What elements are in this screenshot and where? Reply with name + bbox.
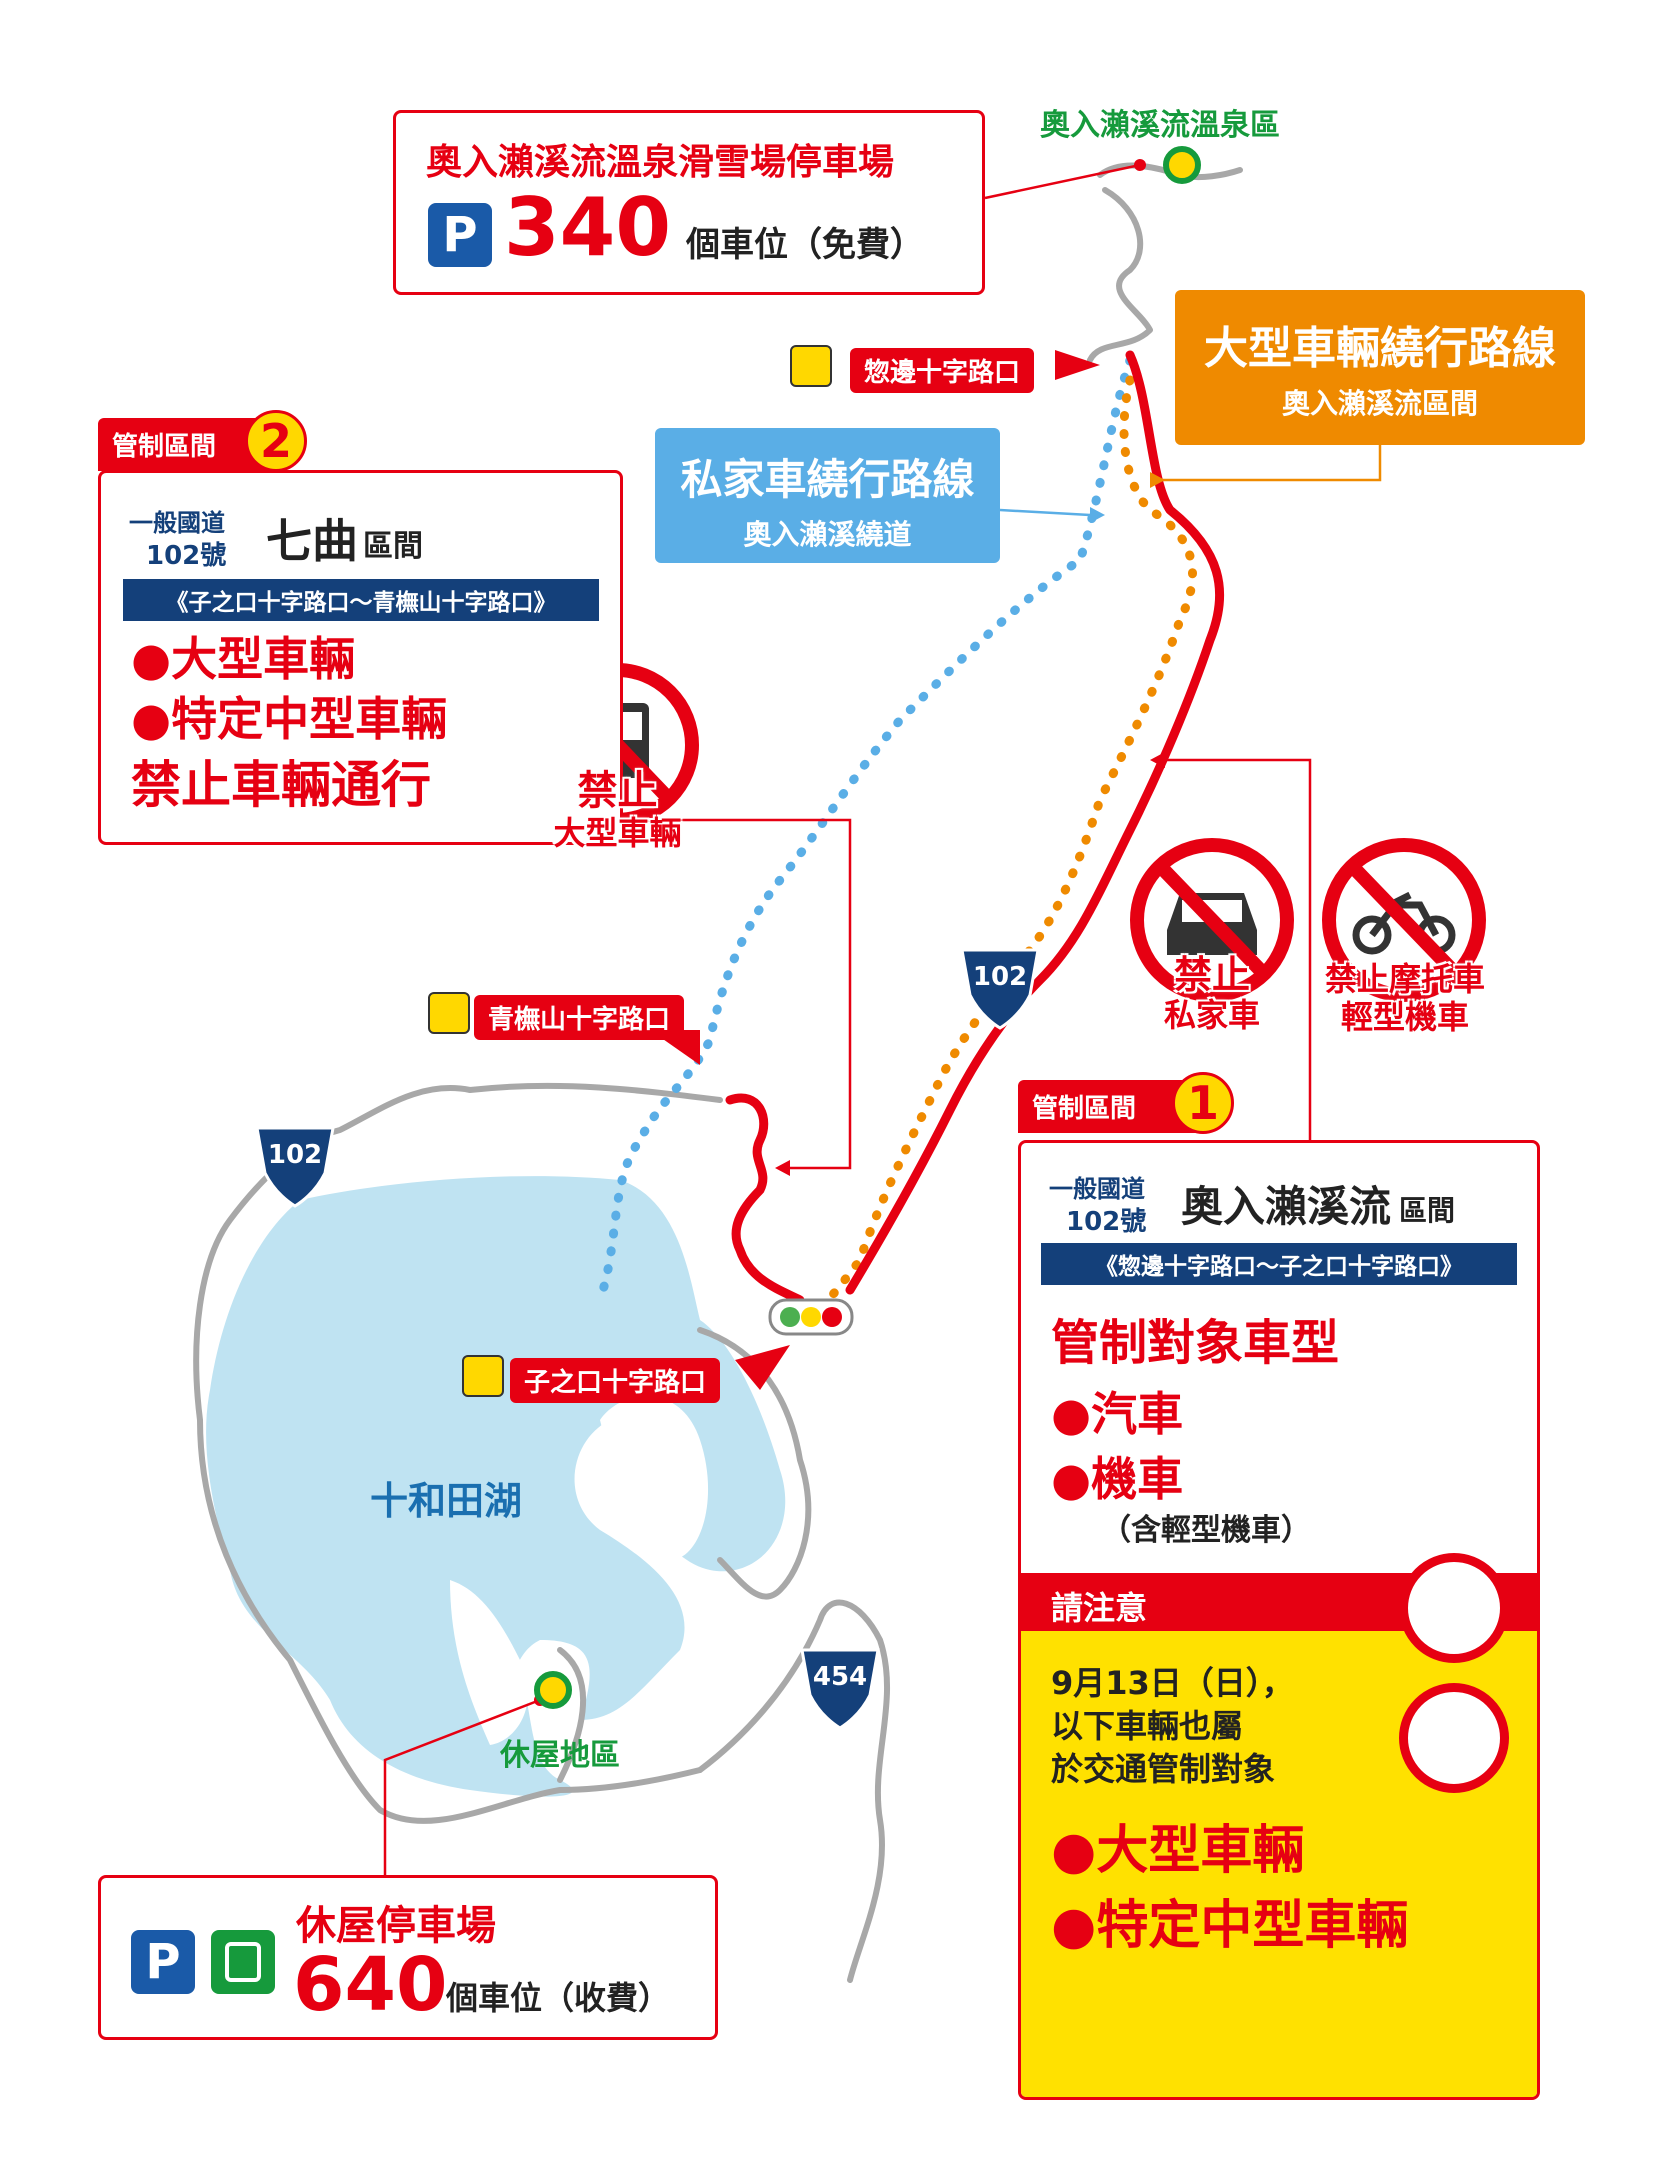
route-shield-102-a-label: 102 bbox=[973, 962, 1027, 992]
parking-bottom-count: 640 bbox=[293, 1942, 448, 2028]
zone1-range: 《惣邊十字路口～子之口十字路口》 bbox=[1041, 1243, 1517, 1285]
private-car-route-label: 私家車繞行路線 奧入瀨溪繞道 bbox=[655, 428, 1000, 563]
zone1-name: 奧入瀨溪流 bbox=[1181, 1182, 1392, 1231]
parking-bottom-p-icon: P bbox=[131, 1930, 195, 1994]
zone1-item-1: ●機車 bbox=[1051, 1452, 1184, 1506]
leader-lines bbox=[383, 163, 1382, 1880]
zone1-panel: 一般國道 102號 奧入瀨溪流 區間 《惣邊十字路口～子之口十字路口》 管制對象… bbox=[1018, 1140, 1540, 2100]
no-private-car-line2: 私家車 bbox=[1163, 996, 1260, 1034]
zone2-range: 《子之口十字路口～青橅山十字路口》 bbox=[123, 579, 599, 621]
private-car-route-sub: 奧入瀨溪繞道 bbox=[743, 518, 912, 551]
zone2-name: 七曲 bbox=[266, 514, 358, 568]
no-motorcycle-line2: 輕型機車 bbox=[1340, 998, 1469, 1036]
callout-tail-nenokuchi bbox=[735, 1345, 790, 1390]
zone2-road-line2: 102號 bbox=[146, 541, 227, 571]
traffic-officer-icon-yakebe bbox=[790, 345, 832, 387]
parking-p-icon: P bbox=[428, 203, 492, 267]
no-large-vehicle-line2: 大型車輛 bbox=[553, 814, 682, 852]
zone1-road-line2: 102號 bbox=[1066, 1207, 1147, 1237]
parking-top-title: 奧入瀨溪流溫泉滑雪場停車場 bbox=[426, 142, 895, 183]
no-private-car-sign bbox=[1130, 838, 1294, 1002]
zone2-name-suffix: 區間 bbox=[363, 529, 423, 564]
private-car-route-title: 私家車繞行路線 bbox=[680, 455, 975, 504]
zone1-item-0: ●汽車 bbox=[1051, 1387, 1184, 1441]
yasumiya-label: 休屋地區 bbox=[500, 1738, 620, 1773]
traffic-officer-icon-nenokuchi bbox=[462, 1355, 504, 1397]
no-truck-icon bbox=[1399, 1553, 1509, 1663]
intersection-yakebe: 惣邊十字路口 bbox=[850, 348, 1035, 393]
oirase-onsen-marker bbox=[1163, 146, 1201, 184]
lake-label: 十和田湖 bbox=[370, 1479, 523, 1523]
no-large-vehicle-label: 禁止 大型車輛 bbox=[530, 770, 705, 854]
large-vehicle-route-sub: 奧入瀨溪流區間 bbox=[1281, 387, 1478, 420]
large-vehicle-route-label: 大型車輛繞行路線 奧入瀨溪流區間 bbox=[1175, 290, 1585, 445]
peninsula bbox=[600, 1396, 709, 1560]
notice-line-2: 於交通管制對象 bbox=[1051, 1750, 1276, 1788]
zone2-road-line1: 一般國道 bbox=[129, 509, 225, 537]
route-shield-454-label: 454 bbox=[813, 1662, 867, 1692]
zone2-number: 2 bbox=[245, 410, 307, 472]
notice-item-0: ●大型車輛 bbox=[1051, 1821, 1305, 1881]
lake-towada bbox=[206, 1176, 786, 1797]
no-taxi-icon bbox=[1399, 1683, 1509, 1793]
parking-bottom-box: P 休屋停車場 640 個車位（收費） bbox=[98, 1875, 718, 2040]
traffic-light-icon bbox=[768, 1298, 854, 1336]
zone2-panel: 一般國道 102號 七曲 區間 《子之口十字路口～青橅山十字路口》 ●大型車輛 … bbox=[98, 470, 623, 845]
large-vehicle-route bbox=[800, 375, 1197, 1325]
zone1-road-line1: 一般國道 bbox=[1049, 1175, 1145, 1203]
no-motorcycle-sign bbox=[1322, 838, 1486, 1002]
no-private-car-label: 禁止 私家車 bbox=[1132, 955, 1292, 1035]
zone2-item-1: ●特定中型車輛 bbox=[131, 692, 448, 746]
no-motorcycle-line1: 禁止摩托車 bbox=[1324, 960, 1485, 998]
no-large-vehicle-line1: 禁止 bbox=[577, 768, 658, 814]
controlled-road-zone1 bbox=[845, 350, 1225, 1295]
parking-top-box: 奧入瀨溪流溫泉滑雪場停車場 P 340 個車位（免費） bbox=[393, 110, 985, 295]
no-private-car-line1: 禁止 bbox=[1173, 953, 1250, 997]
zone1-note: （含輕型機車） bbox=[1101, 1513, 1311, 1548]
zone1-number: 1 bbox=[1172, 1072, 1234, 1134]
large-vehicle-route-title: 大型車輛繞行路線 bbox=[1204, 323, 1556, 374]
parking-top-suffix: 個車位（免費） bbox=[686, 225, 924, 265]
controlled-road-zone2 bbox=[725, 1093, 805, 1305]
zone1-name-suffix: 區間 bbox=[1399, 1194, 1456, 1227]
oirase-onsen-label: 奧入瀨溪流溫泉區 bbox=[1040, 108, 1280, 143]
zone2-item-0: ●大型車輛 bbox=[131, 632, 356, 686]
bus-parking-icon bbox=[211, 1930, 275, 1994]
route-shield-102-b bbox=[255, 1126, 335, 1208]
parking-bottom-title: 休屋停車場 bbox=[296, 1903, 496, 1949]
parking-top-count: 340 bbox=[504, 181, 671, 274]
route-shield-454 bbox=[800, 1648, 880, 1730]
zone1-heading: 管制對象車型 bbox=[1051, 1315, 1340, 1371]
notice-line-1: 以下車輛也屬 bbox=[1051, 1707, 1244, 1745]
callout-tail-yakebe bbox=[1055, 350, 1100, 380]
parking-bottom-suffix: 個車位（收費） bbox=[446, 1979, 671, 2017]
route-shield-102-b-label: 102 bbox=[268, 1140, 322, 1170]
notice-item-1: ●特定中型車輛 bbox=[1051, 1896, 1409, 1956]
notice-line-0: 9月13日（日）， bbox=[1051, 1664, 1294, 1702]
yasumiya-marker bbox=[534, 1671, 572, 1709]
peninsula-south bbox=[450, 1580, 529, 1745]
intersection-nenokuchi: 子之口十字路口 bbox=[510, 1358, 721, 1403]
no-motorcycle-label: 禁止摩托車 輕型機車 bbox=[1300, 960, 1510, 1036]
intersection-aobuna: 青橅山十字路口 bbox=[474, 995, 685, 1040]
bus-body-icon bbox=[225, 1942, 261, 1982]
notice-header-text: 請注意 bbox=[1051, 1589, 1148, 1627]
zone2-footer: 禁止車輛通行 bbox=[131, 756, 431, 814]
route-shield-102-a bbox=[960, 948, 1040, 1030]
traffic-officer-icon-aobuna bbox=[428, 992, 470, 1034]
